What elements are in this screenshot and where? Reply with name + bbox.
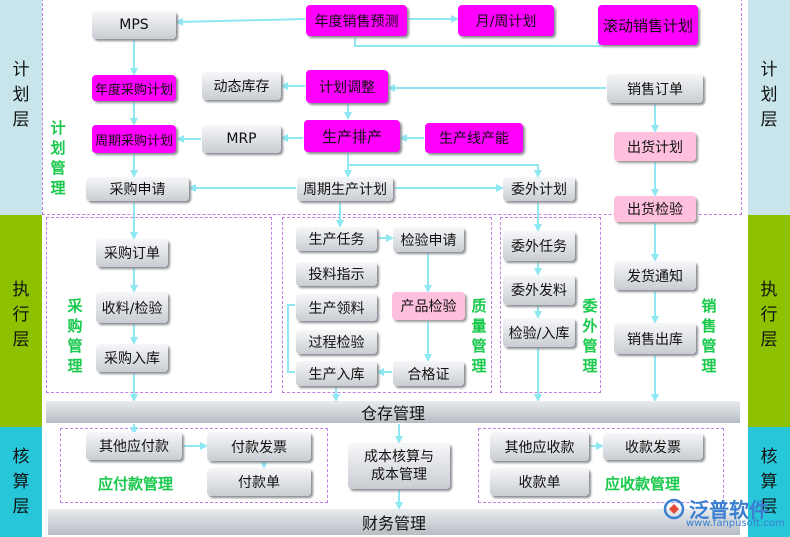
mrp-node: MRP <box>202 125 281 153</box>
dynamic-inventory-node: 动态库存 <box>202 72 281 100</box>
outsource-mgmt-label: 委外管理 <box>582 297 598 375</box>
plan-band-right <box>748 0 790 215</box>
sales-order-node: 销售订单 <box>607 74 703 103</box>
annual-purchase-plan-node: 年度采购计划 <box>92 75 176 101</box>
side-label-exec-left: 执行层 <box>12 279 30 350</box>
outsource-task-node: 委外任务 <box>503 231 575 261</box>
plan-mgmt-label: 计划管理 <box>50 119 66 197</box>
side-label-exec-right: 执行层 <box>760 279 778 350</box>
periodic-production-plan-node: 周期生产计划 <box>297 177 393 201</box>
month-week-plan-node: 月/周计划 <box>458 5 554 36</box>
other-receivable-node: 其他应收款 <box>490 432 589 461</box>
material-issue-instruction-node: 投料指示 <box>296 262 377 286</box>
mps-node: MPS <box>92 11 176 39</box>
receivable-group-border <box>478 428 724 503</box>
process-inspection-node: 过程检验 <box>296 330 377 354</box>
payment-bill-node: 付款单 <box>207 468 311 496</box>
outsource-group-border <box>500 217 601 393</box>
side-label-plan-left: 计划层 <box>12 59 30 130</box>
delivery-notice-node: 发货通知 <box>614 261 696 290</box>
outsource-issue-node: 委外发料 <box>503 275 575 305</box>
plan-layer-border <box>42 0 742 215</box>
rolling-sales-plan-node: 滚动销售计划 <box>598 5 698 45</box>
receive-inspect-node: 收料/检验 <box>96 292 168 323</box>
side-label-plan-right: 计划层 <box>760 59 778 130</box>
exec-band-left <box>0 215 42 427</box>
payable-group-border <box>60 428 328 503</box>
brand-mark-icon <box>663 498 685 519</box>
shipping-plan-node: 出货计划 <box>614 132 696 161</box>
sales-mgmt-label: 销售管理 <box>701 297 717 375</box>
inspect-store-node: 检验/入库 <box>503 318 575 347</box>
payment-invoice-node: 付款发票 <box>207 432 311 461</box>
production-store-node: 生产入库 <box>296 361 377 386</box>
acct-band-right <box>748 427 790 537</box>
quality-mgmt-label: 质量管理 <box>471 297 487 375</box>
receipt-invoice-node: 收款发票 <box>603 433 703 460</box>
purchase-request-node: 采购申请 <box>86 177 189 201</box>
side-label-acct-left: 核算层 <box>12 447 30 517</box>
purchase-store-node: 采购入库 <box>96 344 168 372</box>
production-picking-node: 生产领料 <box>296 294 377 321</box>
brand-logo: 泛普软件 <box>663 494 769 523</box>
payable-mgmt-label: 应付款管理 <box>98 475 174 493</box>
cost-accounting-node: 成本核算与成本管理 <box>348 443 450 489</box>
side-label-acct-right: 核算层 <box>760 447 778 517</box>
exec-band-right <box>748 215 790 427</box>
product-inspection-node: 产品检验 <box>392 292 465 320</box>
purchase-group-border <box>46 217 272 393</box>
production-line-capacity-node: 生产线产能 <box>425 123 523 153</box>
production-task-node: 生产任务 <box>296 227 377 251</box>
outsource-plan-node: 委外计划 <box>503 177 575 201</box>
finance-management-bar: 财务管理 <box>48 509 740 535</box>
production-schedule-node: 生产排产 <box>304 120 400 152</box>
plan-adjust-node: 计划调整 <box>306 70 388 103</box>
purchase-mgmt-label: 采购管理 <box>67 297 83 375</box>
other-payable-node: 其他应付款 <box>86 432 182 460</box>
sales-outbound-node: 销售出库 <box>614 323 696 354</box>
receivable-mgmt-label: 应收款管理 <box>605 475 681 493</box>
certificate-node: 合格证 <box>393 361 464 386</box>
receipt-bill-node: 收款单 <box>490 468 589 496</box>
production-group-border <box>282 217 492 393</box>
shipping-inspection-node: 出货检验 <box>614 196 696 222</box>
purchase-order-node: 采购订单 <box>96 239 168 267</box>
brand-name: 泛普软件 <box>689 498 769 522</box>
annual-sales-forecast-node: 年度销售预测 <box>306 5 407 36</box>
inspection-request-node: 检验申请 <box>393 227 464 252</box>
periodic-purchase-plan-node: 周期采购计划 <box>92 125 176 153</box>
acct-band-left <box>0 427 42 537</box>
plan-band-left <box>0 0 42 215</box>
brand-url: www.fanpusoft.com <box>686 518 785 529</box>
warehouse-management-bar: 仓存管理 <box>46 401 740 423</box>
